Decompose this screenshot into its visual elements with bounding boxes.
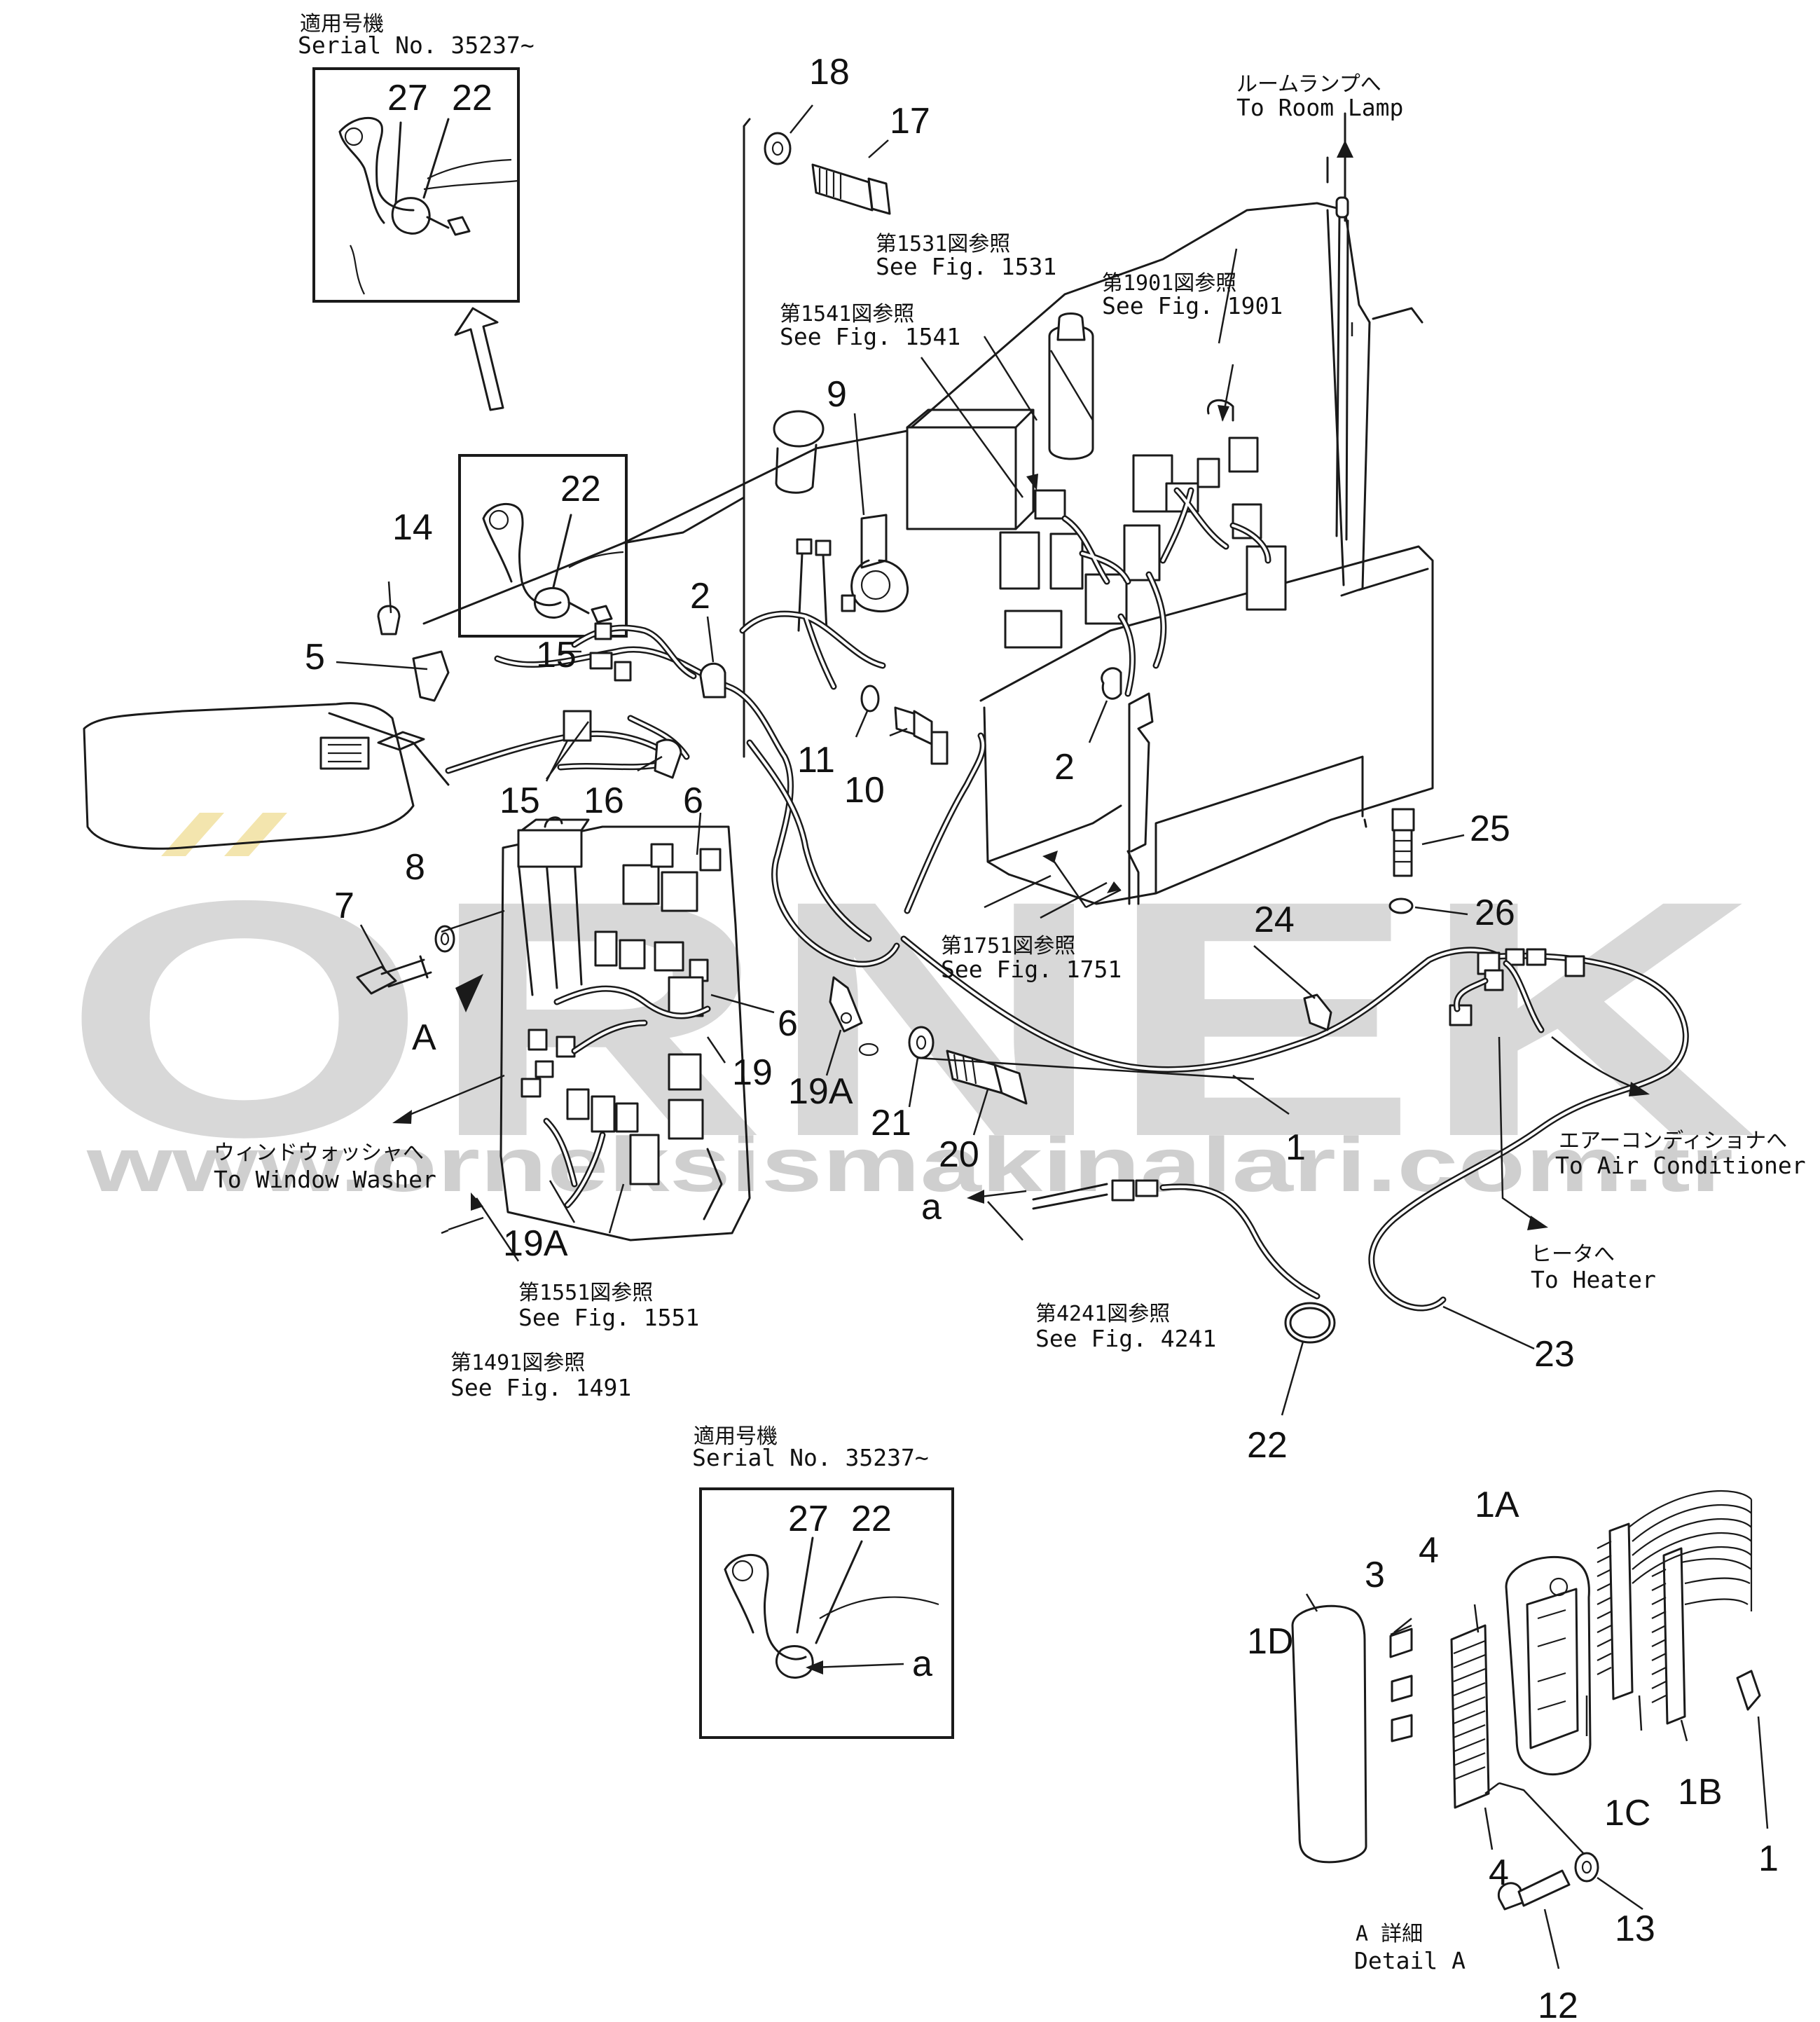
fig1541-en: See Fig. 1541 [780, 323, 960, 350]
callout-19: 19 [732, 1052, 773, 1093]
fig1551-jp: 第1551図参照 [518, 1281, 653, 1305]
callout-23: 23 [1534, 1334, 1575, 1375]
inset-top-label-27: 27 [387, 78, 428, 118]
callout-19A-b: 19A [503, 1223, 568, 1264]
fig1751-en: See Fig. 1751 [941, 956, 1122, 983]
callout-1B: 1B [1678, 1772, 1723, 1813]
callout-17: 17 [890, 101, 930, 142]
fig1901-jp: 第1901図参照 [1102, 271, 1236, 296]
cables-right [900, 935, 1689, 1344]
callout-8: 8 [405, 847, 425, 888]
callout-11: 11 [797, 740, 835, 780]
callout-1D: 1D [1247, 1621, 1293, 1662]
callout-1C: 1C [1604, 1793, 1650, 1834]
inset-top: 適用号機 Serial No. 35237~ 27 22 [298, 12, 535, 303]
callout-4b: 4 [1489, 1852, 1509, 1893]
leader-lines [336, 104, 1650, 1416]
inset-top-serial-jp: 適用号機 [300, 12, 384, 36]
inset-bottom-serial-en: Serial No. 35237~ [692, 1444, 929, 1471]
callout-6a: 6 [683, 780, 703, 821]
callout-16: 16 [584, 780, 624, 821]
fasteners [764, 132, 1415, 1105]
inset-bottom: 適用号機 Serial No. 35237~ 27 22 a [692, 1424, 954, 1739]
callout-18: 18 [809, 52, 850, 92]
window-washer-en: To Window Washer [214, 1166, 436, 1193]
callout-2a: 2 [690, 576, 710, 617]
window-washer-jp: ウィンドウォッシャへ [214, 1141, 424, 1165]
fuse-box [356, 816, 863, 1242]
callout-10: 10 [844, 770, 885, 811]
air-cond-en: To Air Conditioner [1555, 1152, 1806, 1179]
callout-15b: 15 [499, 780, 540, 821]
callout-13: 13 [1615, 1908, 1655, 1949]
heater-jp: ヒータへ [1531, 1242, 1615, 1267]
callout-22b: 22 [1247, 1425, 1288, 1466]
callout-25: 25 [1470, 809, 1510, 849]
reference-labels: ルームランプへ To Room Lamp 第1531図参照 See Fig. 1… [214, 72, 1806, 1974]
callout-14: 14 [392, 507, 433, 548]
detail-up-arrow [454, 307, 504, 411]
callout-a-left: a [921, 1187, 942, 1227]
callout-7: 7 [334, 886, 354, 926]
callout-12: 12 [1538, 1986, 1578, 2022]
main-harness [377, 605, 986, 968]
fig1491-jp: 第1491図参照 [450, 1351, 585, 1375]
callout-5: 5 [305, 637, 325, 678]
callout-A: A [412, 1017, 436, 1058]
fig1491-en: See Fig. 1491 [450, 1374, 631, 1401]
inset-top-serial-en: Serial No. 35237~ [298, 32, 535, 59]
callout-1A: 1A [1475, 1485, 1519, 1525]
callout-9: 9 [827, 374, 847, 415]
callout-2b: 2 [1054, 747, 1075, 788]
detail-a-jp: A 詳細 [1356, 1922, 1423, 1946]
inset-bottom-serial-jp: 適用号機 [694, 1424, 778, 1449]
fig1901-en: See Fig. 1901 [1102, 292, 1283, 319]
callout-numbers: 18 17 9 14 2 5 15 15 16 6 8 7 A 6 19 19A… [305, 52, 1779, 2022]
room-lamp-en: To Room Lamp [1236, 94, 1403, 121]
room-lamp-line [1326, 112, 1353, 541]
callout-1b: 1 [1758, 1838, 1779, 1879]
inset-bottom-label-27: 27 [788, 1499, 829, 1539]
upper-components [773, 312, 1287, 700]
fig1531-jp: 第1531図参照 [876, 232, 1010, 256]
callout-1a: 1 [1285, 1127, 1306, 1168]
watermark-url: www.orneksismakinalari.com.tr [86, 1122, 1733, 1208]
inset-bottom-label-a: a [912, 1644, 932, 1684]
fig1541-jp: 第1541図参照 [780, 302, 914, 326]
room-lamp-jp: ルームランプへ [1236, 72, 1381, 97]
cab-structure [83, 118, 1434, 905]
fig4241-en: See Fig. 4241 [1035, 1325, 1216, 1352]
watermark: ORNEK www.orneksismakinalari.com.tr [62, 813, 1758, 1208]
heater-en: To Heater [1531, 1266, 1656, 1293]
callout-21: 21 [871, 1103, 911, 1143]
callout-6b: 6 [778, 1003, 798, 1044]
callout-15a: 15 [536, 635, 577, 675]
detail-a-en: Detail A [1354, 1947, 1466, 1974]
detail-a [1291, 1490, 1769, 1969]
fig1751-jp: 第1751図参照 [941, 934, 1075, 958]
callout-3: 3 [1365, 1555, 1385, 1595]
callout-24: 24 [1254, 900, 1295, 940]
watermark-accent-icon [161, 813, 287, 856]
callout-26: 26 [1475, 893, 1515, 933]
callout-20: 20 [939, 1134, 979, 1175]
inset-top-label-22: 22 [452, 78, 492, 118]
label-22-mid: 22 [560, 469, 601, 509]
fig1531-en: See Fig. 1531 [876, 253, 1056, 280]
inset-bottom-label-22: 22 [851, 1499, 892, 1539]
callout-19A-a: 19A [788, 1071, 853, 1112]
watermark-brand: ORNEK [62, 830, 1758, 1206]
air-cond-jp: エアーコンディショナへ [1559, 1129, 1787, 1153]
fig4241-jp: 第4241図参照 [1035, 1302, 1170, 1326]
fig1551-en: See Fig. 1551 [518, 1304, 699, 1331]
inset-mid: 22 [458, 454, 628, 638]
callout-4a: 4 [1419, 1530, 1439, 1571]
